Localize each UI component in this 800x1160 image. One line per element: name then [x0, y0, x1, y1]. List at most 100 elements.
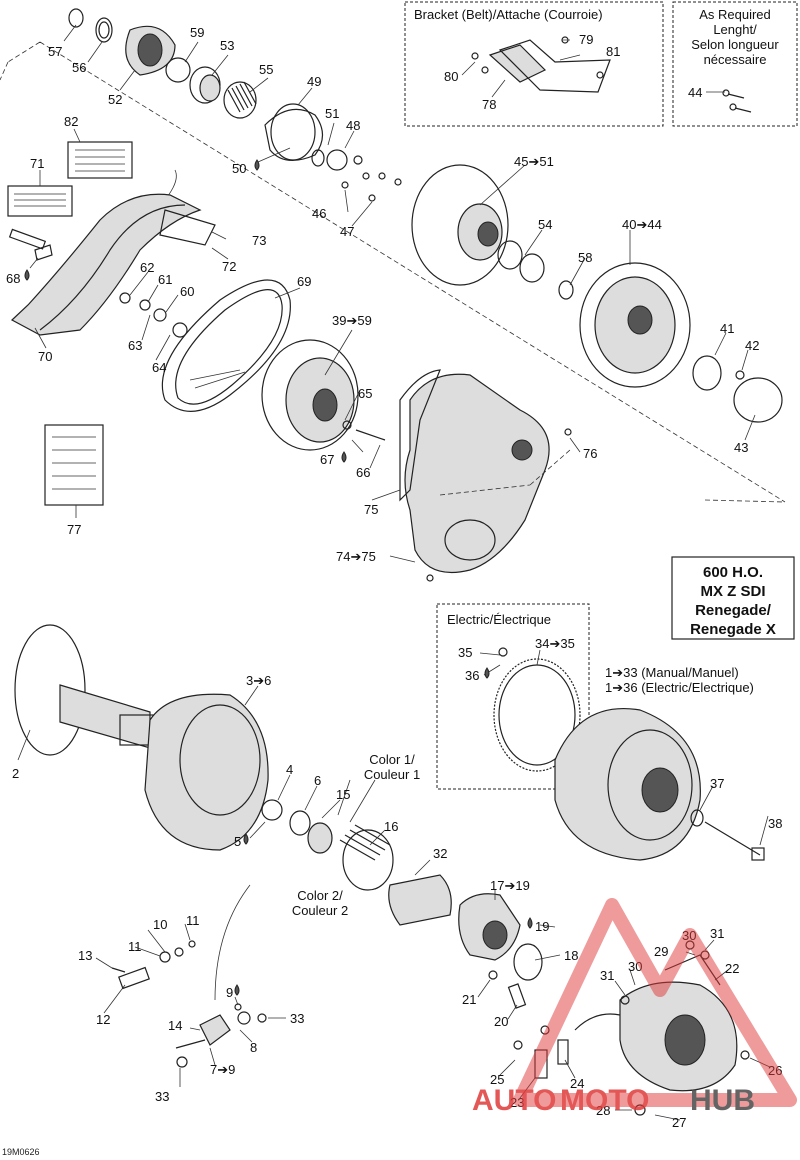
callout-72: 72	[222, 259, 236, 274]
callout-82: 82	[64, 114, 78, 129]
callout-50: 50	[232, 161, 246, 176]
callout-57: 57	[48, 44, 62, 59]
callout-22: 22	[725, 961, 739, 976]
callout-32: 32	[433, 846, 447, 861]
callout-39-59: 39➔59	[332, 313, 372, 328]
callout-73: 73	[252, 233, 266, 248]
callout-18: 18	[564, 948, 578, 963]
watermark-logo: AUTO MOTO HUB	[472, 898, 797, 1117]
as-required-line-1: As Required	[699, 7, 771, 22]
driven-pulley-upper	[411, 164, 783, 423]
callout-56: 56	[72, 60, 86, 75]
callout-48: 48	[346, 118, 360, 133]
oil-drop-icon	[484, 667, 490, 679]
watermark-text-2: MOTO	[560, 1084, 649, 1117]
assembly-frame	[0, 41, 786, 503]
callout-33-right: 33	[290, 1011, 304, 1026]
oil-drop-icon	[341, 451, 347, 463]
callout-10: 10	[153, 917, 167, 932]
drive-pulley-electric	[554, 708, 765, 861]
color2-line-2: Couleur 2	[292, 903, 348, 918]
bracket-box-title: Bracket (Belt)/Attache (Courroie)	[414, 7, 603, 22]
callout-13: 13	[78, 948, 92, 963]
callout-49: 49	[307, 74, 321, 89]
callout-45-51: 45➔51	[514, 154, 554, 169]
callout-47: 47	[340, 224, 354, 239]
callout-74-75: 74➔75	[336, 549, 376, 564]
callout-52: 52	[108, 92, 122, 107]
callout-24: 24	[570, 1076, 584, 1091]
model-line-3: Renegade/	[695, 602, 772, 619]
callout-70: 70	[38, 349, 52, 364]
manual-range-label: 1➔33 (Manual/Manuel)	[605, 665, 739, 680]
callout-60: 60	[180, 284, 194, 299]
callout-33-left: 33	[155, 1089, 169, 1104]
model-line-1: 600 H.O.	[703, 564, 763, 581]
color1-line-2: Couleur 1	[364, 767, 420, 782]
as-required-line-4: nécessaire	[704, 52, 767, 67]
callout-76: 76	[583, 446, 597, 461]
callout-4: 4	[286, 762, 293, 777]
pulley-small-parts	[111, 884, 267, 1068]
callout-19: 19	[535, 919, 549, 934]
watermark-text-1: AUTO	[472, 1084, 556, 1117]
watermark-text-3: HUB	[690, 1084, 755, 1117]
callout-12: 12	[96, 1012, 110, 1027]
model-box: 600 H.O. MX Z SDI Renegade/ Renegade X	[671, 556, 795, 640]
as-required-line-3: Selon longueur	[691, 37, 779, 52]
as-required-box: As Required Lenght/ Selon longueur néces…	[672, 1, 798, 127]
callout-69: 69	[297, 274, 311, 289]
color1-line-1: Color 1/	[369, 752, 415, 767]
callout-42: 42	[745, 338, 759, 353]
annotations: Color 1/ Couleur 1 Color 2/ Couleur 2 1➔…	[292, 665, 754, 918]
callout-40-44: 40➔44	[622, 217, 662, 232]
callout-78: 78	[482, 97, 496, 112]
callout-29: 29	[654, 944, 668, 959]
leader-lines	[17, 24, 771, 1121]
lubrication-drops	[24, 159, 533, 996]
watermark-triangle	[513, 898, 797, 1107]
callout-58: 58	[578, 250, 592, 265]
callout-16: 16	[384, 819, 398, 834]
drive-belt	[161, 279, 291, 412]
callout-31-left: 31	[600, 968, 614, 983]
callout-5: 5	[234, 834, 241, 849]
callout-11-right: 11	[186, 913, 200, 928]
callout-81: 81	[606, 44, 620, 59]
callout-27: 27	[672, 1115, 686, 1130]
callout-75: 75	[364, 502, 378, 517]
callout-51: 51	[325, 106, 339, 121]
callout-35: 35	[458, 645, 472, 660]
callout-37: 37	[710, 776, 724, 791]
belt-guard	[8, 193, 216, 338]
callout-6: 6	[314, 773, 321, 788]
callout-34-35: 34➔35	[535, 636, 575, 651]
color2-line-1: Color 2/	[297, 888, 343, 903]
callout-38: 38	[768, 816, 782, 831]
callout-53: 53	[220, 38, 234, 53]
electric-box-title: Electric/Électrique	[447, 612, 551, 627]
callout-2: 2	[12, 766, 19, 781]
electric-box: Electric/Électrique	[436, 603, 590, 790]
callout-66: 66	[356, 465, 370, 480]
drawing-reference: 19M0626	[2, 1147, 40, 1157]
oil-drop-icon	[243, 833, 249, 845]
callout-20: 20	[494, 1014, 508, 1029]
callout-62: 62	[140, 260, 154, 275]
callout-8: 8	[250, 1040, 257, 1055]
callout-14: 14	[168, 1018, 182, 1033]
oil-drop-icon	[527, 917, 533, 929]
callout-44: 44	[688, 85, 702, 100]
callout-71: 71	[30, 156, 44, 171]
callout-21: 21	[462, 992, 476, 1007]
callout-55: 55	[259, 62, 273, 77]
callout-54: 54	[538, 217, 552, 232]
oil-drop-icon	[254, 159, 260, 171]
bracket-box: Bracket (Belt)/Attache (Courroie)	[404, 1, 664, 127]
drive-pulley-upper	[261, 339, 386, 451]
callout-9: 9	[226, 985, 233, 1000]
callout-64: 64	[152, 360, 166, 375]
driven-pulley-small-parts	[68, 8, 402, 202]
callout-77: 77	[67, 522, 81, 537]
